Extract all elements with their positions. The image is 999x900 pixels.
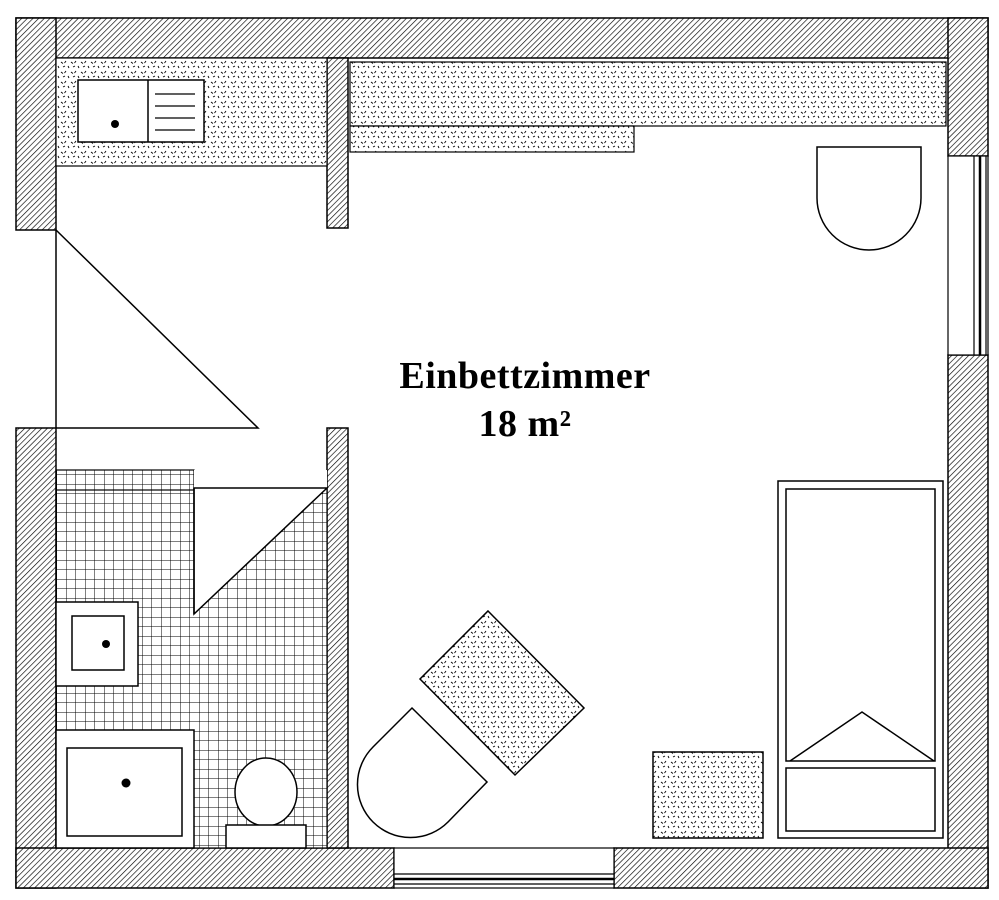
chair-icon — [356, 706, 489, 839]
sink-icon — [55, 601, 139, 687]
wall-bottom-left — [15, 847, 395, 889]
wall-left-upper — [15, 17, 57, 231]
shower-icon — [55, 729, 195, 849]
wall-left-lower — [15, 427, 57, 889]
room-label: Einbettzimmer 18 m² — [330, 352, 720, 448]
partition-upper — [326, 57, 349, 229]
outer-walls — [15, 17, 989, 889]
wall-right-lower — [947, 354, 989, 889]
door-swing-icon — [55, 229, 260, 429]
room-name: Einbettzimmer — [399, 355, 651, 397]
wall-right-upper — [947, 17, 989, 157]
bathroom-door-swing — [193, 487, 329, 616]
wall-bottom-right — [613, 847, 989, 889]
bathroom — [55, 469, 329, 849]
room-area: 18 m² — [478, 403, 572, 445]
kitchenette — [55, 57, 328, 167]
window-icon — [947, 155, 989, 356]
armchair-icon — [816, 146, 922, 251]
toilet-icon — [225, 757, 307, 849]
window-bottom — [393, 847, 615, 889]
partition-lower — [326, 427, 349, 849]
wall-top — [15, 17, 989, 59]
nightstand — [652, 751, 764, 839]
bed-icon — [777, 480, 944, 839]
table-icon — [418, 609, 586, 777]
wardrobe — [349, 61, 947, 153]
kitchen-sink-icon — [77, 79, 205, 143]
